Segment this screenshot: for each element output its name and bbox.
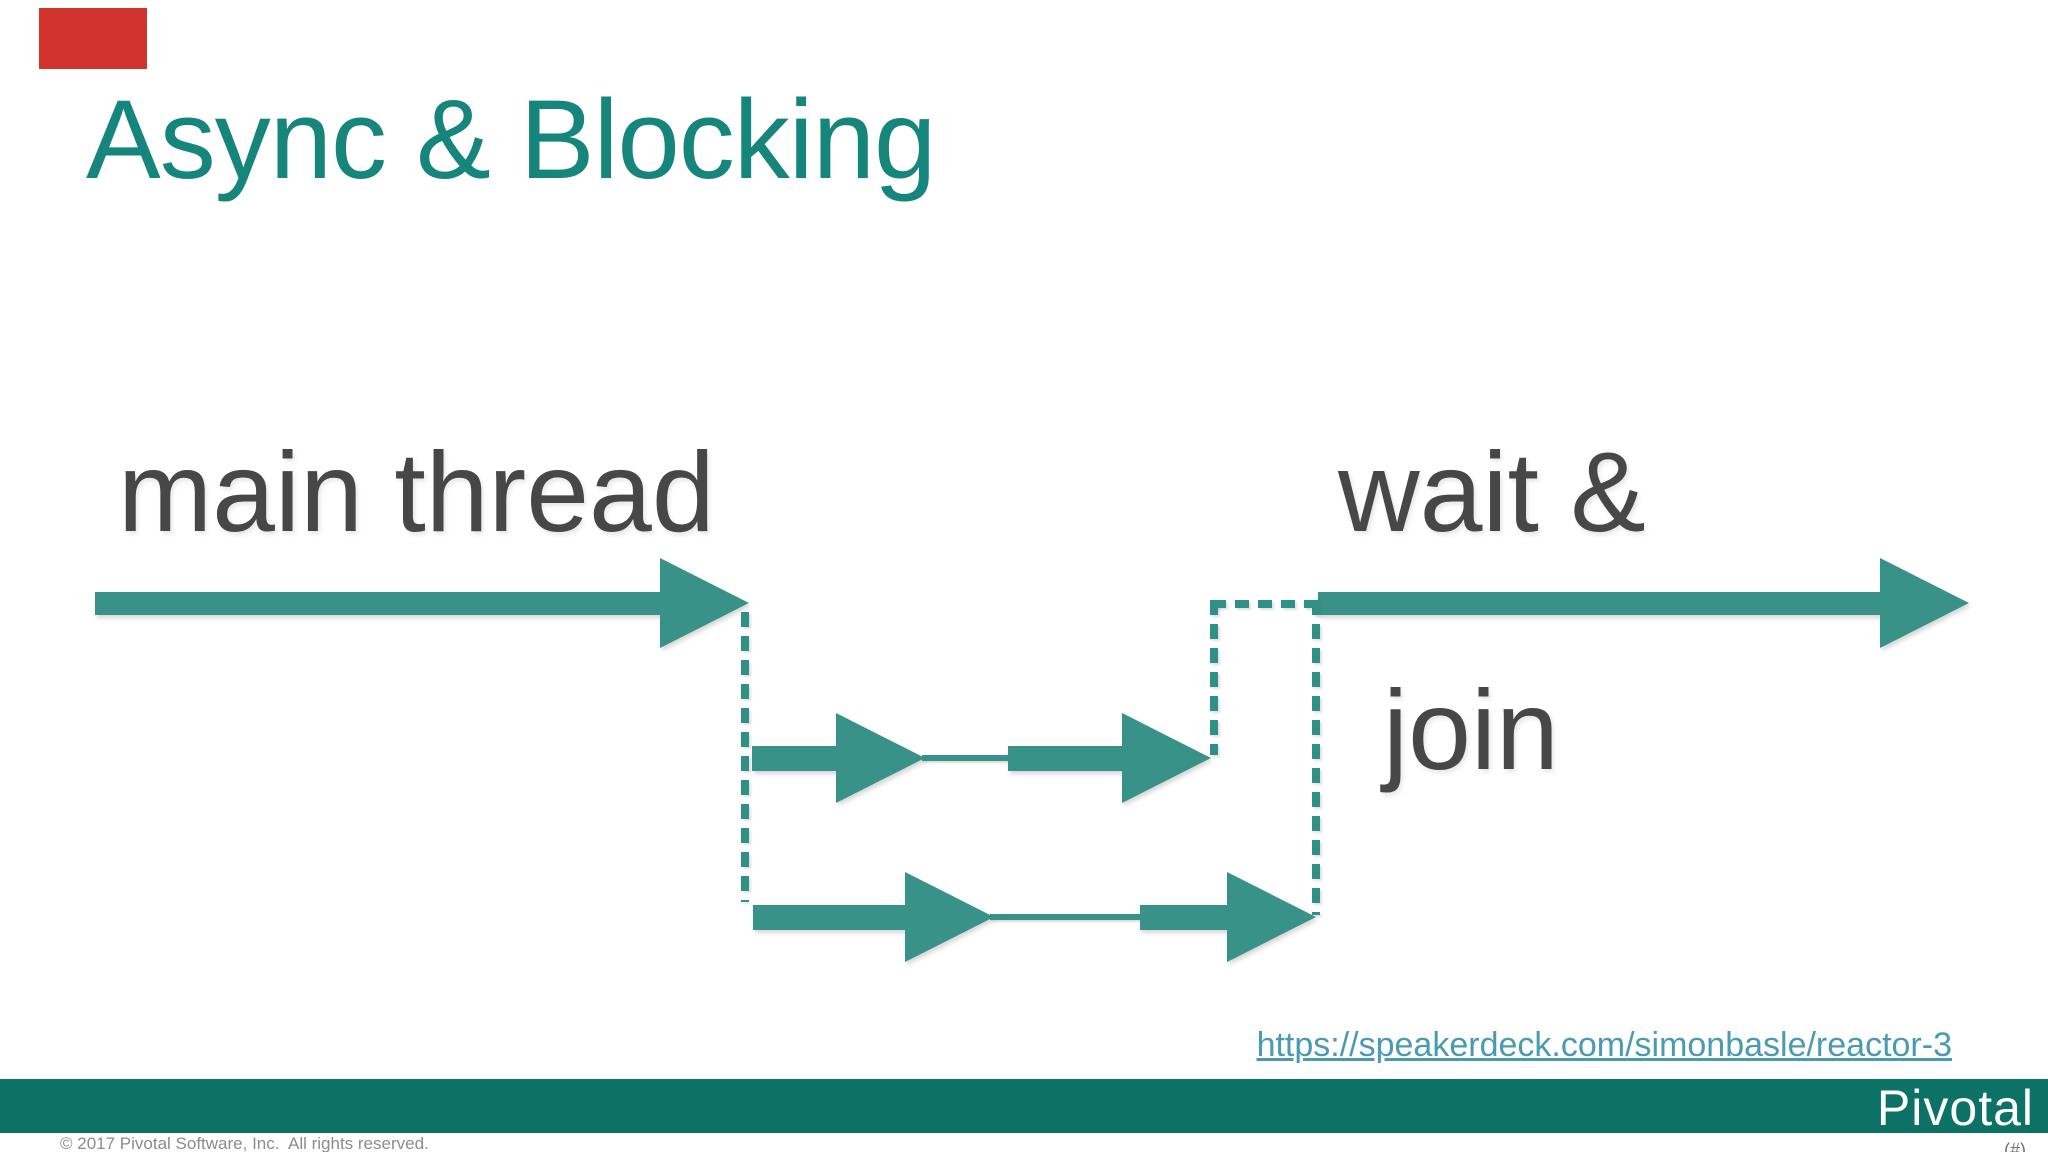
subthread1-connector — [922, 755, 1010, 761]
subthread2-bar2 — [1140, 905, 1227, 930]
subthread1-head2 — [1122, 713, 1211, 803]
slide-number-placeholder: (#) — [2004, 1140, 2026, 1152]
red-marker — [39, 8, 147, 69]
main-thread-arrow-right-bar — [1318, 592, 1880, 615]
copyright-text: © 2017 Pivotal Software, Inc. All rights… — [60, 1134, 429, 1152]
subthread2-head2 — [1227, 872, 1316, 962]
subthread2-head1 — [905, 872, 994, 962]
main-thread-arrow-right-head — [1880, 558, 1969, 648]
subthread1-head1 — [836, 713, 925, 803]
subthread2-bar1 — [753, 905, 905, 930]
speakerdeck-link[interactable]: https://speakerdeck.com/simonbasle/react… — [1256, 1026, 1952, 1064]
main-thread-arrow-left-bar — [95, 592, 660, 615]
subthread2-connector — [990, 914, 1142, 920]
subthread1-bar1 — [752, 746, 836, 771]
fork-dashed-line — [741, 612, 749, 902]
subthread1-bar2 — [1008, 746, 1122, 771]
join-dashed-bridge — [1212, 600, 1320, 608]
slide-title: Async & Blocking — [86, 77, 936, 202]
pivotal-logo: Pivotal — [1876, 1080, 2034, 1136]
join-dashed-line-inner — [1210, 600, 1218, 755]
main-thread-arrow-left-head — [660, 558, 749, 648]
footer-bar: Pivotal — [0, 1079, 2048, 1133]
label-join: join — [1383, 667, 1559, 793]
label-wait-and: wait & — [1338, 429, 1646, 555]
label-main-thread: main thread — [118, 429, 715, 555]
join-dashed-line-outer — [1312, 600, 1320, 915]
